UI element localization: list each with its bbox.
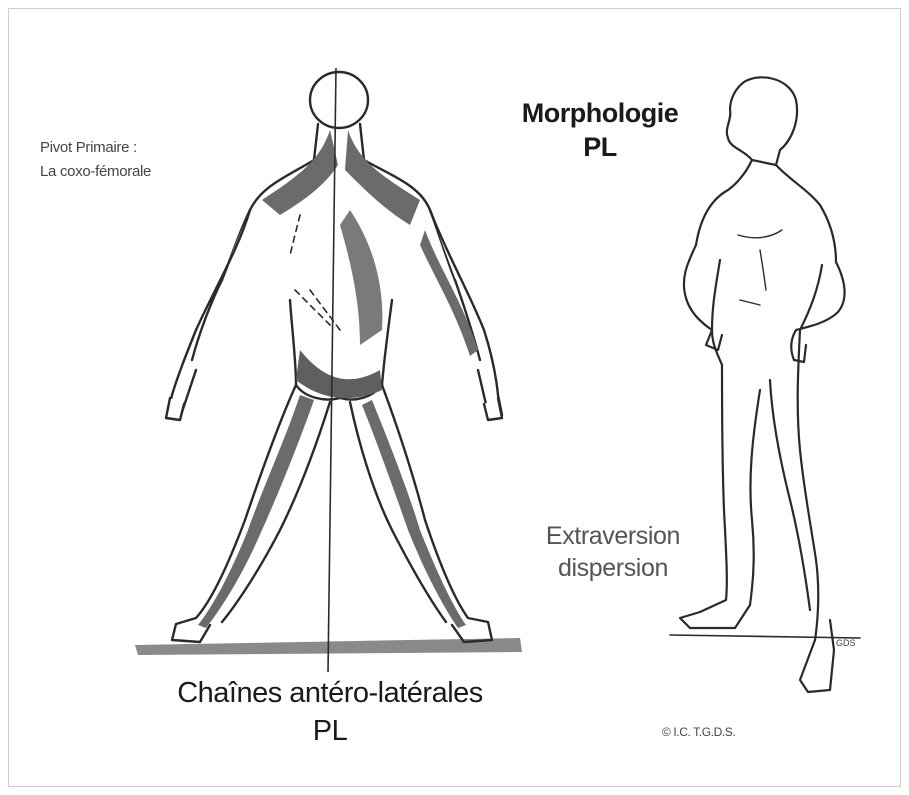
left-leg-side (680, 365, 760, 628)
head-side (727, 77, 797, 165)
chaines-line1: Chaînes antéro-latérales (140, 674, 520, 712)
muscle-chain-shoulder-right (345, 130, 420, 225)
extraversion-line2: dispersion (528, 552, 698, 584)
left-arm-side (684, 245, 722, 350)
head-back (310, 72, 368, 128)
muscle-chain-shoulder-left (262, 130, 338, 215)
pivot-line1: Pivot Primaire : (40, 136, 151, 160)
morphologie-line2: PL (500, 130, 700, 164)
torso-back (222, 160, 455, 385)
extraversion-caption: Extraversion dispersion (528, 520, 698, 584)
left-leg-back (172, 385, 330, 642)
muscle-chain-arm-right (420, 230, 478, 356)
artist-signature: GDS (836, 638, 856, 648)
copyright-notice: © I.C. T.G.D.S. (662, 725, 735, 739)
muscle-chain-back-right (340, 210, 382, 345)
pivot-line2: La coxo-fémorale (40, 160, 151, 184)
muscle-chain-leg-right (362, 400, 466, 628)
chest-details (738, 230, 782, 305)
morphologie-line1: Morphologie (500, 96, 700, 130)
chaines-line2: PL (140, 712, 520, 750)
muscle-chain-hip (296, 350, 382, 398)
extraversion-line1: Extraversion (528, 520, 698, 552)
torso-side (696, 160, 836, 365)
side-view-figure: GDS (670, 77, 860, 692)
morphologie-title: Morphologie PL (500, 96, 700, 164)
pivot-caption: Pivot Primaire : La coxo-fémorale (40, 136, 151, 184)
left-arm-back (168, 210, 250, 418)
muscle-chain-leg-left (198, 395, 314, 628)
chaines-caption: Chaînes antéro-latérales PL (140, 674, 520, 750)
back-view-figure (135, 72, 522, 655)
